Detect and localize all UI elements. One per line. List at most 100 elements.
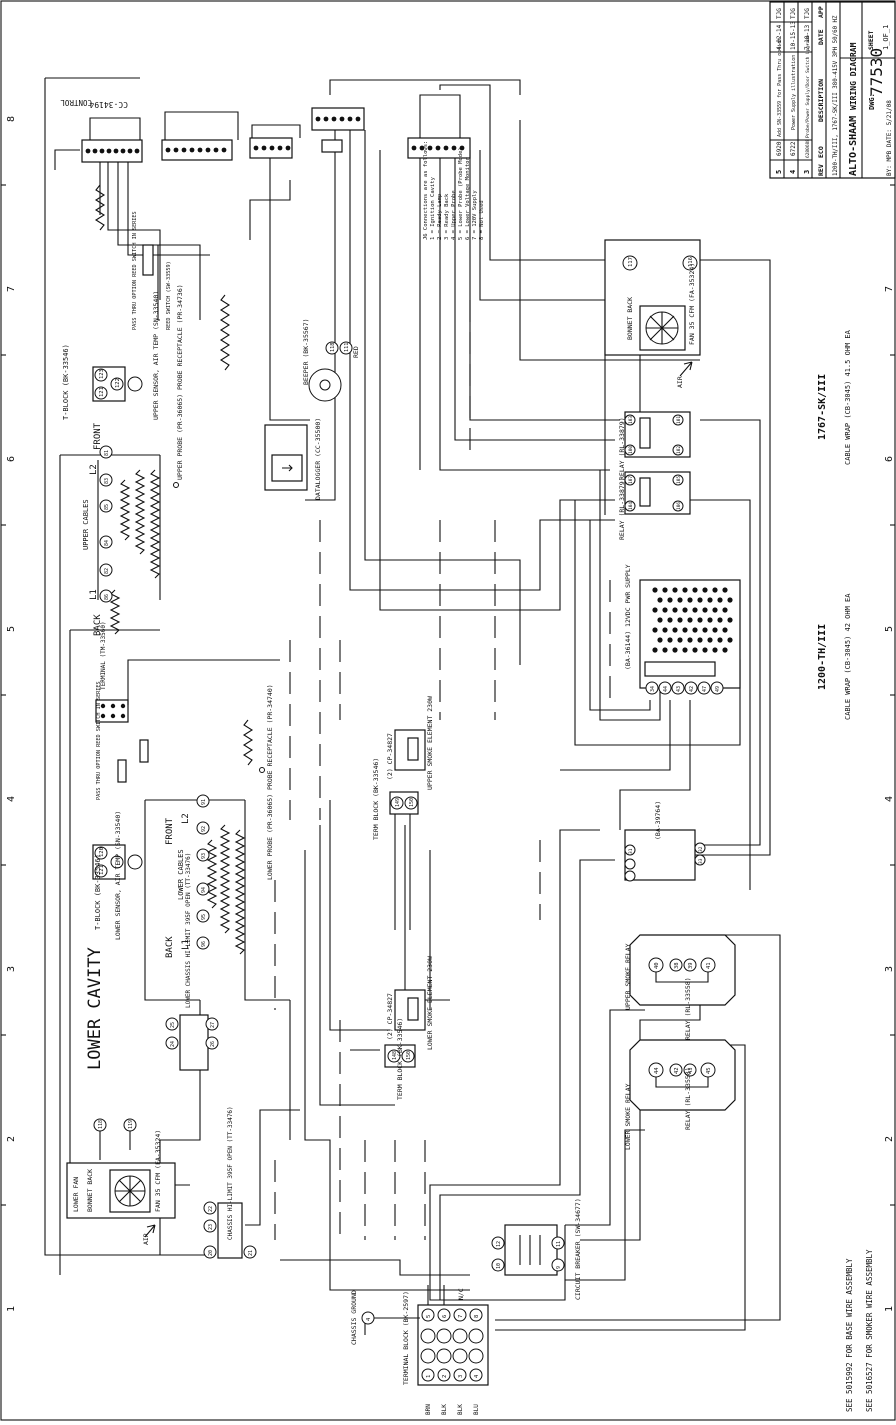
relay1-node-100: 100	[628, 446, 634, 454]
upper-node-86: 86	[104, 594, 110, 600]
terminal-block	[361, 1285, 489, 1386]
rev5-rev: 5	[775, 170, 783, 174]
rev4-app: TJG	[790, 8, 797, 19]
by-line: BY: MPB DATE: 5/21/08	[886, 100, 893, 176]
term-upper-node-149: 149	[395, 798, 401, 807]
lower-node-91: 91	[201, 799, 207, 805]
term-upper-label: TERM BLOCK (BK-33546)	[372, 758, 380, 840]
rev5-eco: 6920	[776, 141, 783, 156]
upper-tblock-node-1: 123	[99, 369, 105, 379]
lower-node-93: 93	[201, 853, 207, 859]
lower-fan	[66, 1118, 176, 1238]
lower-bonnet-label: BONNET BACK	[86, 1169, 94, 1212]
grid-left-1: 1	[6, 1306, 17, 1312]
footer-note-1: SEE 5016527 FOR SMOKER WIRE ASSEMBLY	[865, 1249, 874, 1412]
upper-probe-jack	[173, 482, 179, 488]
twisted-cables	[94, 184, 254, 766]
psu-node-49: 49	[715, 686, 721, 692]
terminal-bottom-3: 3	[458, 1375, 464, 1378]
lower-probe-label: LOWER PROBE (PR-36065) PROBE RECEPTACLE …	[266, 684, 274, 880]
psu-node-43: 43	[676, 686, 682, 692]
terminal-top-6: 6	[442, 1315, 448, 1318]
grid-left-5: 5	[6, 626, 17, 632]
control-part-label: CC-34194	[89, 100, 128, 109]
upper-fan-part-label: FAN 35 CFM (FA-35324)	[688, 263, 696, 345]
upper-cp-label: (2) CP-34827	[386, 733, 394, 780]
lower-smoke-node-43: 43	[688, 1067, 694, 1074]
grid-left-6: 6	[6, 456, 17, 462]
control-board-main	[81, 117, 210, 320]
rev4-rev: 4	[789, 170, 797, 174]
dwg-label: DWG:	[868, 93, 876, 110]
psu-node-47: 47	[702, 686, 708, 692]
sheet-label: SHEET	[867, 30, 875, 50]
chassis-hilimit-node-20: 20	[208, 1250, 214, 1256]
grid-right-7: 7	[884, 286, 895, 292]
terminal-tm-label: TERMINAL (TM-33560)	[100, 621, 107, 690]
terminal-tm	[95, 659, 280, 783]
upper-tblock	[92, 366, 143, 402]
grid-left-2: 2	[6, 1136, 17, 1142]
relay2-label: RELAY (RL-33879)	[618, 477, 626, 540]
upper-reed-switch-label: REED SWITCH (SW-33559)	[166, 261, 172, 330]
upper-bonnet-label: BONNET BACK	[626, 297, 634, 340]
js-note-line-2: 2 = Ready Lamp	[437, 194, 443, 240]
wire-color-brn: BRN	[425, 1404, 432, 1415]
upper-tblock-node-2: 121	[99, 387, 105, 397]
lower-hilimit-node-25: 25	[170, 1022, 176, 1028]
rev3-app: TJG	[804, 8, 811, 19]
upper-tblock-label: T-BLOCK (BK-33546)	[62, 344, 70, 420]
header-description: DESCRIPTION	[817, 79, 825, 122]
grid-right-4: 4	[884, 796, 895, 802]
model-line: 1200-TH/III, 1767-SK/III 380-415V 3PH 50…	[833, 15, 839, 176]
terminal-top-5: 5	[426, 1315, 432, 1318]
upper-node-81: 81	[104, 450, 110, 456]
lower-smoke-node-44: 44	[654, 1067, 660, 1074]
cable-wrap-text-1: CABLE WRAP (CB-3045) 42 OHM EA	[844, 593, 852, 720]
js-note-line-3: 3 = Ready Back	[444, 193, 450, 240]
wire-color-blu: BLU	[473, 1404, 480, 1415]
psu-node-42: 42	[689, 686, 695, 692]
header-rev: REV	[817, 164, 825, 176]
upper-node-83: 83	[104, 478, 110, 484]
grid-zone-numbers	[1, 184, 895, 1206]
sheet-value: 1_OF_1	[882, 25, 890, 50]
js-note-line-1: 1 = Ignition Cavity	[430, 176, 436, 240]
grid-right-2: 2	[884, 1136, 895, 1142]
breaker-node-9: 9	[556, 1266, 562, 1269]
upper-smoke-relay	[629, 934, 736, 1006]
upper-smoke-node-38: 38	[674, 962, 680, 969]
beeper-node-1: 118	[330, 343, 336, 352]
term-upper-node-150: 150	[409, 798, 415, 807]
cable-wrap-text-0: CABLE WRAP (CB-3045) 41.5 OHM EA	[844, 329, 852, 465]
beeper	[308, 341, 353, 402]
vm-node-32: 32	[698, 846, 704, 852]
js-note-line-0: J6 Connections are as follows:	[423, 141, 429, 240]
header-eco: ECO	[817, 146, 825, 158]
beeper-node-2: 111	[344, 343, 350, 352]
rev5-desc: Add SN-33559 for Pass Thru option	[777, 38, 783, 137]
grid-left-3: 3	[6, 966, 17, 972]
relay2-node-107: 107	[628, 476, 634, 484]
js-note-line-7: 7 = 120V Supply	[472, 190, 478, 240]
lower-hilimit-node-24: 24	[170, 1041, 176, 1047]
lower-cp-label: (2) CP-34827	[386, 993, 394, 1040]
grid-right-1: 1	[884, 1306, 895, 1312]
grid-left-7: 7	[6, 286, 17, 292]
circuit-breaker	[491, 1224, 565, 1276]
dashed-wiring	[274, 300, 611, 1240]
upper-heating-elements	[97, 445, 161, 635]
upper-l1-label: L1	[89, 589, 99, 600]
dwg-number: 77530	[867, 48, 886, 96]
term-lower-label: TERM BLOCK (BK-33546)	[396, 1018, 404, 1100]
relay2-node-104: 104	[628, 502, 634, 510]
header-app: APP	[817, 6, 825, 18]
vm-node-31: 31	[628, 848, 634, 854]
lower-hi-limit	[165, 1014, 219, 1071]
lower-heating-elements	[196, 794, 246, 955]
grid-left-4: 4	[6, 796, 17, 802]
breaker-label: CIRCUIT BREAKER (SW-34677)	[574, 1198, 582, 1300]
